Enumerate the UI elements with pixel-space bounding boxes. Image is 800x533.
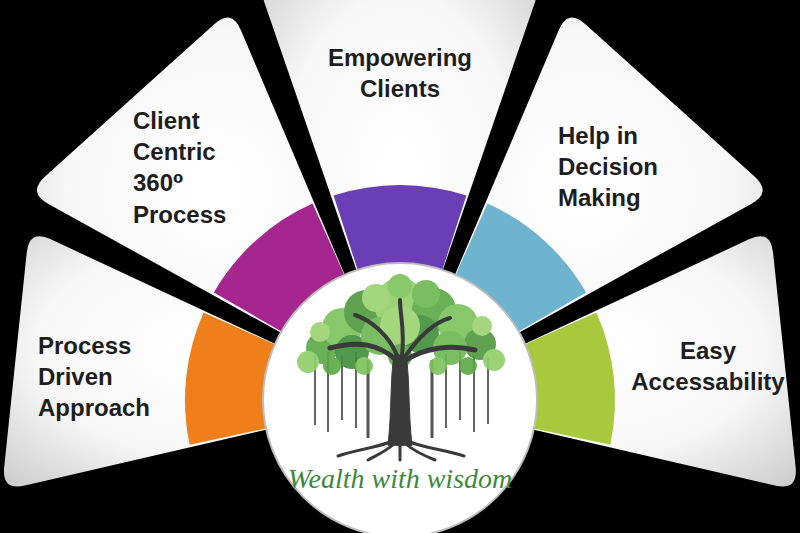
petal-label: Process Driven Approach (38, 330, 178, 424)
text-box: Wealth with wisdom (261, 462, 539, 496)
text-box: Easy Accessability (628, 335, 788, 397)
text-box: Help in Decision Making (558, 120, 688, 214)
petal-label: Empowering Clients (310, 42, 490, 104)
petal-label: Easy Accessability (628, 335, 788, 397)
text-box: Client Centric 360⁰ Process (133, 105, 253, 230)
text-box: Empowering Clients (310, 42, 490, 104)
text-box: Process Driven Approach (38, 330, 178, 424)
logo-circle: Wealth with wisdom (261, 261, 539, 533)
brand-tagline: Wealth with wisdom (261, 462, 539, 496)
petal-label: Help in Decision Making (558, 120, 688, 214)
petal-label: Client Centric 360⁰ Process (133, 105, 253, 230)
